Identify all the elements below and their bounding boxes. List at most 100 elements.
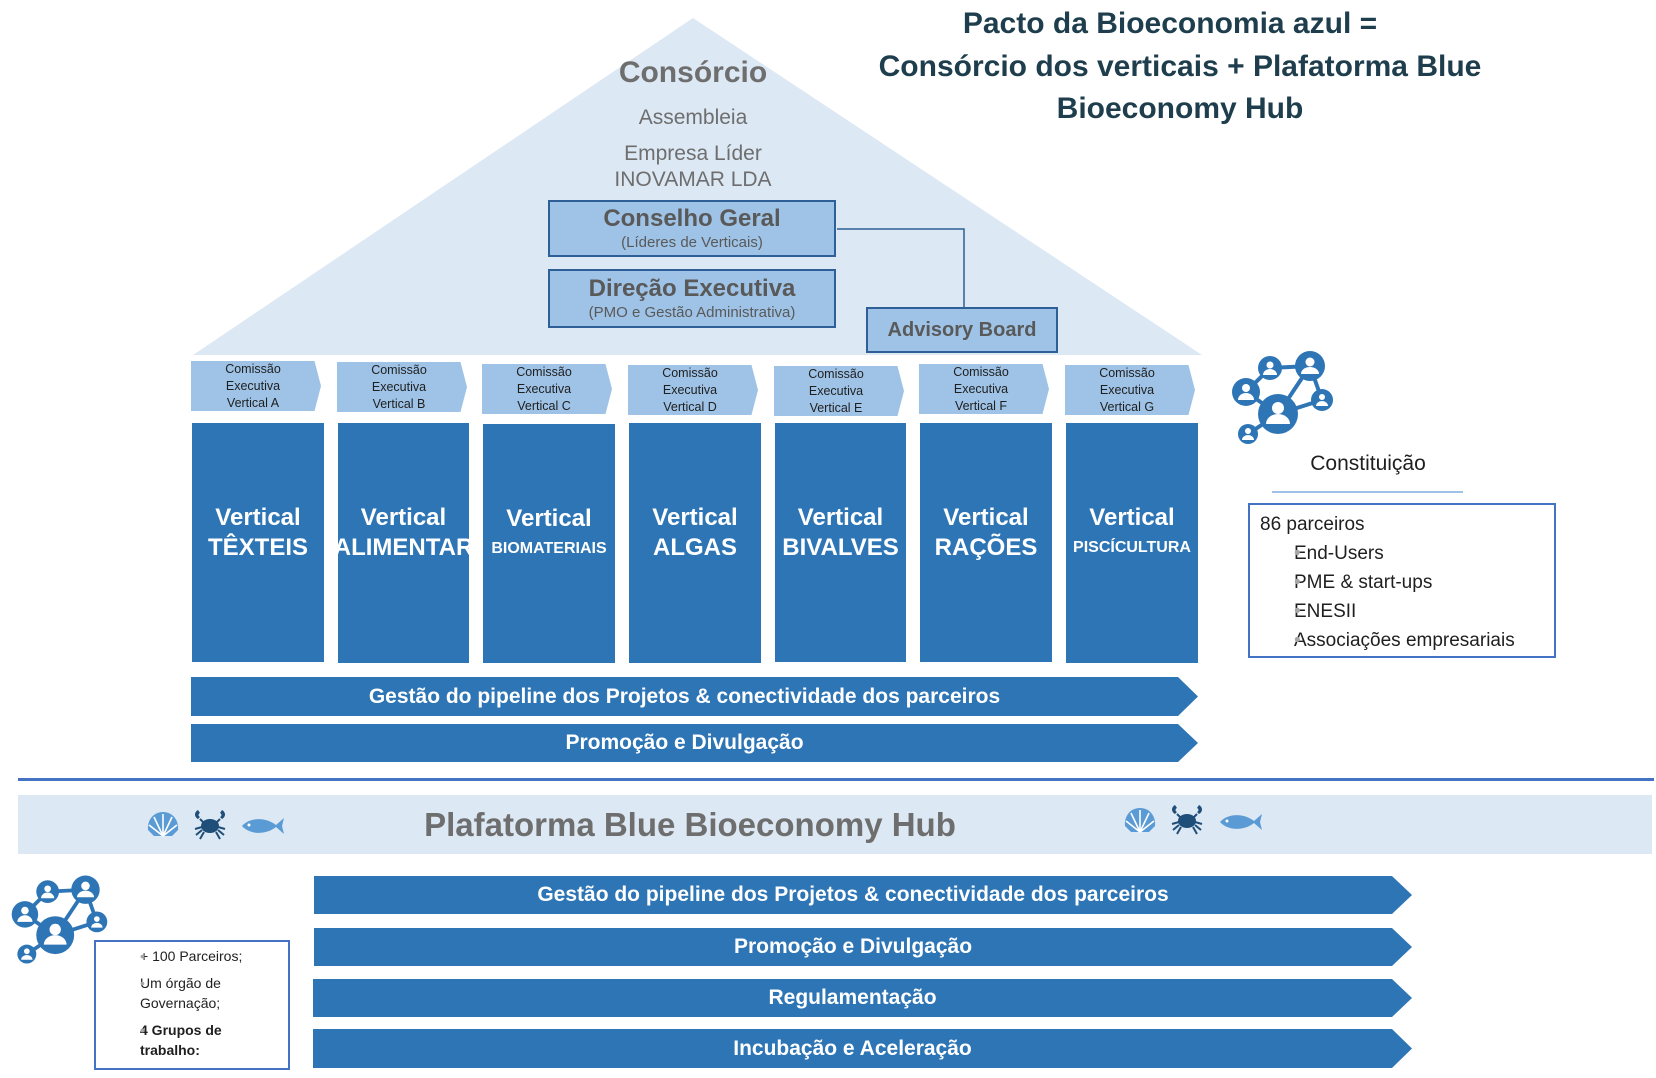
commission-line3: Vertical E: [809, 400, 863, 415]
vertical-name: BIVALVES: [782, 533, 899, 561]
hub-bar-promotion: Promoção e Divulgação: [314, 928, 1412, 966]
list-item: PME & start-ups: [1260, 568, 1554, 597]
executive-direction-box: Direção Executiva (PMO e Gestão Administ…: [548, 269, 836, 328]
list-item-text: ENESII: [1294, 601, 1357, 622]
constitution-label: Constituição: [1310, 452, 1426, 475]
title-line-2: Consórcio dos verticais + Plafatorma Blu…: [878, 50, 1482, 83]
consortium-heading: Consórcio: [618, 56, 768, 89]
vertical-word: Vertical: [652, 504, 738, 531]
constitution-underline: [1272, 491, 1463, 493]
commission-line1: Comissão: [1099, 365, 1155, 380]
commission-line3: Vertical C: [517, 398, 571, 413]
section-divider: [18, 778, 1654, 781]
vertical-word: Vertical: [943, 503, 1029, 531]
commission-line1: Comissão: [808, 366, 864, 381]
vertical-name: PISCÍCULTURA: [1073, 539, 1191, 556]
vertical-word: Vertical: [360, 504, 447, 531]
commission-line3: Vertical B: [372, 396, 426, 411]
list-item: Associações empresariais: [1260, 626, 1554, 655]
hub-bar-pipeline: Gestão do pipeline dos Projetos & conect…: [314, 876, 1412, 914]
fish-icon: [242, 818, 284, 834]
vertical-name: RAÇÕES: [934, 533, 1038, 561]
vertical-texteis: Vertical TÊXTEIS: [192, 423, 324, 662]
list-item-text: + 100 Parceiros;: [140, 948, 243, 964]
commission-line1: Comissão: [953, 364, 1009, 379]
assembly-label: Assembleia: [638, 106, 748, 129]
general-council-subtitle: (Líderes de Verticais): [621, 234, 763, 251]
hub-band: [18, 795, 1652, 854]
list-item-text: End-Users: [1294, 543, 1384, 564]
hub-info-list: + 100 Parceiros; Um órgão de Governação;…: [104, 946, 280, 1060]
vertical-word: Vertical: [797, 503, 884, 531]
hub-title: Plafatorma Blue Bioeconomy Hub: [424, 806, 956, 843]
crab-icon: [1171, 805, 1203, 835]
commission-line3: Vertical F: [954, 398, 1008, 413]
general-council-box: Conselho Geral (Líderes de Verticais): [548, 200, 836, 257]
list-item-text: PME & start-ups: [1294, 572, 1433, 593]
consortium-bar-promotion: Promoção e Divulgação: [191, 724, 1198, 762]
vertical-alimentar: Vertical ALIMENTAR: [334, 423, 473, 663]
commission-line1: Comissão: [662, 365, 718, 380]
executive-direction-subtitle: (PMO e Gestão Administrativa): [588, 304, 796, 321]
commission-line2: Executiva: [808, 383, 864, 398]
vertical-word: Vertical: [215, 503, 301, 531]
vertical-algas: Vertical ALGAS: [629, 423, 761, 663]
advisory-board-label: Advisory Board: [887, 319, 1037, 341]
constitution-list: End-Users PME & start-ups ENESII Associa…: [1260, 539, 1554, 655]
general-council-title: Conselho Geral: [603, 205, 781, 232]
hub-info-box: + 100 Parceiros; Um órgão de Governação;…: [94, 940, 290, 1070]
network-icon: [11, 875, 108, 964]
constitution-partners: 86 parceiros: [1260, 514, 1365, 535]
list-item: Um órgão de Governação;: [104, 973, 280, 1013]
vertical-piscicultura: Vertical PISCÍCULTURA: [1066, 423, 1198, 663]
vertical-word: Vertical: [506, 504, 592, 532]
commission-line2: Executiva: [953, 381, 1009, 396]
vertical-word: Vertical: [1089, 504, 1175, 531]
hub-bar-regulation: Regulamentação: [313, 979, 1412, 1017]
executive-direction-title: Direção Executiva: [588, 275, 796, 302]
advisory-board-box: Advisory Board: [866, 307, 1058, 353]
commission-line1: Comissão: [371, 362, 427, 377]
vertical-biomateriais: Vertical BIOMATERIAIS: [483, 424, 615, 663]
list-item-text: Associações empresariais: [1294, 630, 1515, 651]
commission-line3: Vertical D: [663, 399, 717, 414]
vertical-racoes: Vertical RAÇÕES: [920, 423, 1052, 662]
list-item: End-Users: [1260, 539, 1554, 568]
commission-line2: Executiva: [516, 381, 572, 396]
list-item-text: 4 Grupos de trabalho:: [140, 1022, 222, 1058]
fish-icon: [1220, 814, 1262, 830]
consortium-bar-pipeline: Gestão do pipeline dos Projetos & conect…: [191, 677, 1198, 716]
vertical-name: ALIMENTAR: [333, 534, 474, 561]
shell-icon: [1124, 808, 1156, 833]
list-item: ENESII: [1260, 597, 1554, 626]
commission-line2: Executiva: [371, 379, 427, 394]
list-item: + 100 Parceiros;: [104, 946, 280, 966]
commission-line2: Executiva: [1099, 382, 1155, 397]
constitution-box: 86 parceiros End-Users PME & start-ups E…: [1248, 503, 1556, 658]
list-item: 4 Grupos de trabalho:: [104, 1020, 280, 1060]
hub-bar-incubation: Incubação e Aceleração: [313, 1029, 1412, 1068]
commission-line2: Executiva: [225, 378, 281, 393]
vertical-bivalves: Vertical BIVALVES: [775, 423, 906, 662]
lead-company-label: Empresa Líder: [624, 142, 762, 165]
network-icon: [1232, 351, 1333, 444]
title-line-1: Pacto da Bioeconomia azul =: [962, 7, 1378, 40]
list-item-text: Um órgão de Governação;: [140, 975, 221, 1011]
commission-line1: Comissão: [225, 361, 281, 376]
shell-icon: [147, 812, 179, 837]
commission-line3: Vertical A: [226, 395, 280, 410]
commission-line2: Executiva: [662, 382, 718, 397]
crab-icon: [194, 810, 226, 840]
vertical-name: BIOMATERIAIS: [491, 539, 607, 557]
lead-company-name: INOVAMAR LDA: [614, 168, 772, 191]
vertical-name: TÊXTEIS: [207, 533, 309, 561]
commission-line3: Vertical G: [1099, 399, 1155, 414]
